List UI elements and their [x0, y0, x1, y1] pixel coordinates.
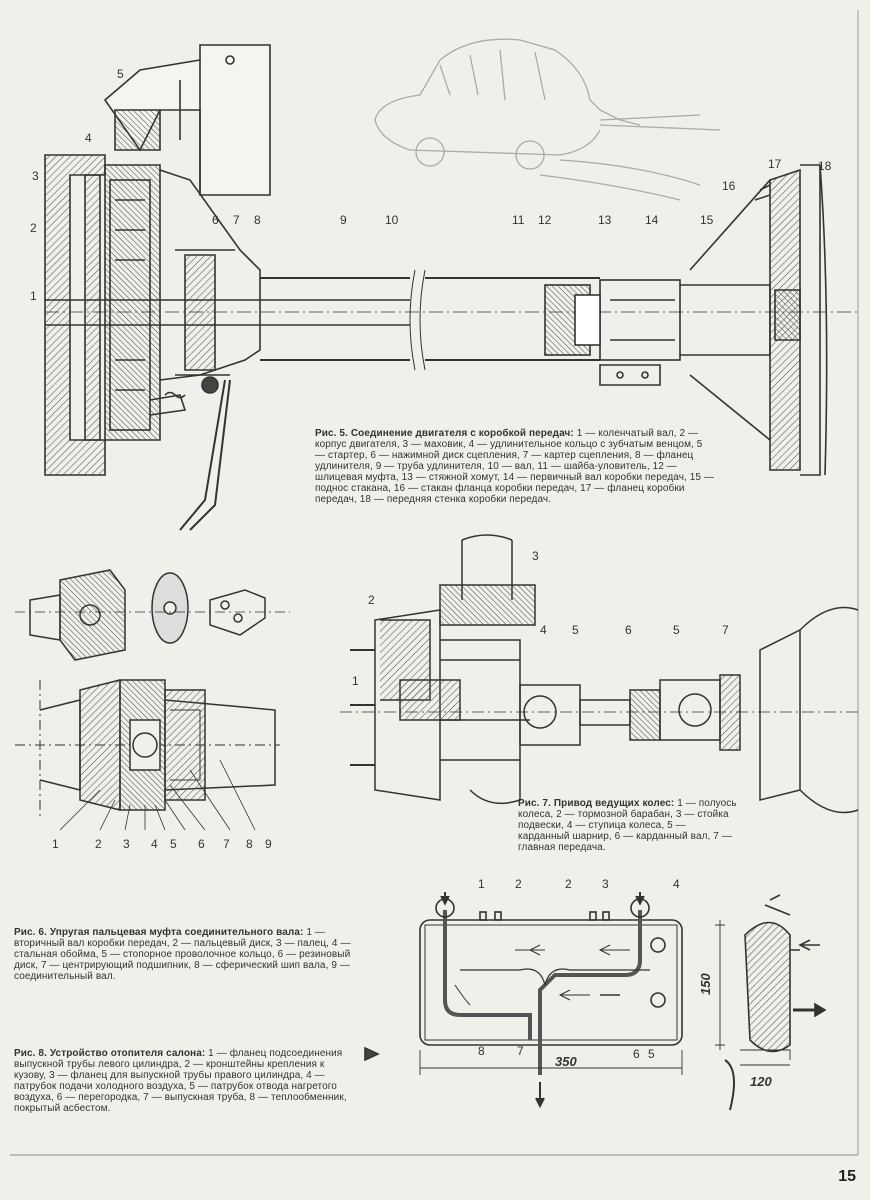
fig6-label: 4 [151, 837, 158, 851]
fig5-label: 1 [30, 289, 37, 303]
fig8-label: 3 [602, 877, 609, 891]
fig5-label: 8 [254, 213, 261, 227]
fig5-label: 9 [340, 213, 347, 227]
fig7-label: 4 [540, 623, 547, 637]
fig5-label: 14 [645, 213, 659, 227]
fig8-label: 2 [515, 877, 522, 891]
fig5-label: 18 [818, 159, 832, 173]
fig8-label: 2 [565, 877, 572, 891]
page-number: 15 [838, 1168, 856, 1185]
fig8-dimension: 350 [555, 1054, 577, 1069]
fig5-label: 2 [30, 221, 37, 235]
fig7-caption-text: 1 — полуось колеса, 2 — тормозной бараба… [518, 798, 737, 853]
figure-7-labels: 3 2 1 4 5 6 5 7 [352, 549, 729, 688]
fig5-caption-title: Рис. 5. Соединение двигателя с коробкой … [315, 428, 574, 439]
fig7-label: 3 [532, 549, 539, 563]
figure-5-labels: 5 4 3 2 1 6 7 8 9 10 11 12 13 14 15 16 1… [30, 67, 832, 303]
fig6-caption-text: 1 — вторичный вал коробки передач, 2 — п… [14, 927, 351, 982]
fig7-caption-title: Рис. 7. Привод ведущих колес: [518, 798, 675, 809]
figure-7-drawing [340, 534, 860, 814]
fig8-label: 1 [478, 877, 485, 891]
fig8-label: 8 [478, 1044, 485, 1058]
fig7-label: 5 [572, 623, 579, 637]
fig7-label: 1 [352, 674, 359, 688]
fig5-label: 16 [722, 179, 736, 193]
car-sketch [374, 38, 721, 201]
fig5-label: 12 [538, 213, 552, 227]
fig6-caption: Рис. 6. Упругая пальцевая муфта соединит… [14, 927, 359, 982]
fig8-dimension: 150 [698, 973, 713, 995]
fig8-dimension: 120 [750, 1074, 772, 1089]
fig7-label: 7 [722, 623, 729, 637]
fig5-label: 4 [85, 131, 92, 145]
figure-8-labels: 1 2 2 3 4 8 7 6 5 350 150 120 [478, 877, 772, 1089]
fig7-caption: Рис. 7. Привод ведущих колес: 1 — полуос… [518, 798, 738, 853]
fig6-label: 5 [170, 837, 177, 851]
fig6-label: 8 [246, 837, 253, 851]
fig8-label: 4 [673, 877, 680, 891]
fig5-label: 11 [512, 213, 525, 227]
fig5-label: 10 [385, 213, 399, 227]
fig5-label: 15 [700, 213, 714, 227]
fig8-label: 6 [633, 1047, 640, 1061]
fig6-label: 9 [265, 837, 272, 851]
fig8-caption: Рис. 8. Устройство отопителя салона: 1 —… [14, 1048, 359, 1114]
figure-6-labels: 1 2 3 4 5 6 7 8 9 [52, 837, 272, 851]
fig5-label: 7 [233, 213, 240, 227]
fig7-label: 5 [673, 623, 680, 637]
fig6-label: 2 [95, 837, 102, 851]
figure-6-drawing [15, 569, 290, 831]
fig5-label: 17 [768, 157, 782, 171]
fig6-caption-title: Рис. 6. Упругая пальцевая муфта соединит… [14, 927, 304, 938]
fig8-label: 5 [648, 1047, 655, 1061]
fig8-caption-title: Рис. 8. Устройство отопителя салона: [14, 1048, 206, 1059]
fig5-label: 5 [117, 67, 124, 81]
fig8-label: 7 [517, 1044, 524, 1058]
fig5-label: 3 [32, 169, 39, 183]
figure-5-drawing [44, 38, 860, 531]
fig6-label: 3 [123, 837, 130, 851]
fig5-label: 13 [598, 213, 612, 227]
fig5-caption-text: 1 — коленчатый вал, 2 — корпус двигателя… [315, 428, 715, 505]
fig7-label: 6 [625, 623, 632, 637]
fig6-label: 1 [52, 837, 59, 851]
figure-8-drawing [364, 892, 827, 1111]
fig6-label: 6 [198, 837, 205, 851]
fig5-caption: Рис. 5. Соединение двигателя с коробкой … [315, 428, 715, 505]
fig7-label: 2 [368, 593, 375, 607]
fig8-caption-text: 1 — фланец подсоединения выпускной трубы… [14, 1048, 347, 1114]
fig5-label: 6 [212, 213, 219, 227]
fig6-label: 7 [223, 837, 230, 851]
